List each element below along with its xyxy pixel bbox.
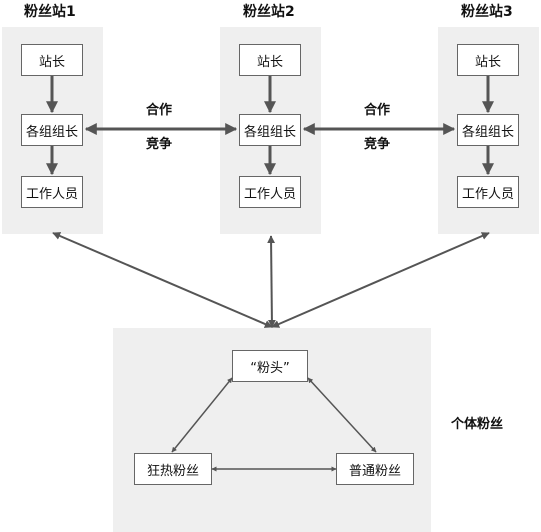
arrow-fans-to-station-1: [52, 232, 273, 328]
arrow-fans-to-station-3: [271, 232, 490, 328]
station-3-staff: 工作人员: [457, 176, 519, 208]
arrow-fans-to-station-2: [267, 235, 276, 328]
station-2-staff: 工作人员: [239, 176, 301, 208]
station-2-group-leaders: 各组组长: [239, 114, 301, 146]
ordinary-fans-node: 普通粉丝: [336, 453, 414, 485]
station-1-staff: 工作人员: [21, 176, 83, 208]
relation-compete-1-2: 竞争: [146, 137, 173, 152]
fan-leader-node: “粉头”: [232, 350, 308, 382]
station-2-owner: 站长: [239, 44, 301, 76]
station-1-group-leaders: 各组组长: [21, 114, 83, 146]
station-1-owner: 站长: [21, 44, 83, 76]
relation-cooperate-1-2: 合作: [146, 103, 173, 118]
fanatic-fans-node: 狂热粉丝: [134, 453, 212, 485]
individual-fans-label: 个体粉丝: [451, 417, 504, 432]
relation-cooperate-2-3: 合作: [364, 103, 391, 118]
relation-compete-2-3: 竞争: [364, 137, 391, 152]
station-3-group-leaders: 各组组长: [457, 114, 519, 146]
station-title-1: 粉丝站1: [24, 4, 76, 20]
station-3-owner: 站长: [457, 44, 519, 76]
station-title-2: 粉丝站2: [243, 4, 295, 20]
station-title-3: 粉丝站3: [461, 4, 513, 20]
